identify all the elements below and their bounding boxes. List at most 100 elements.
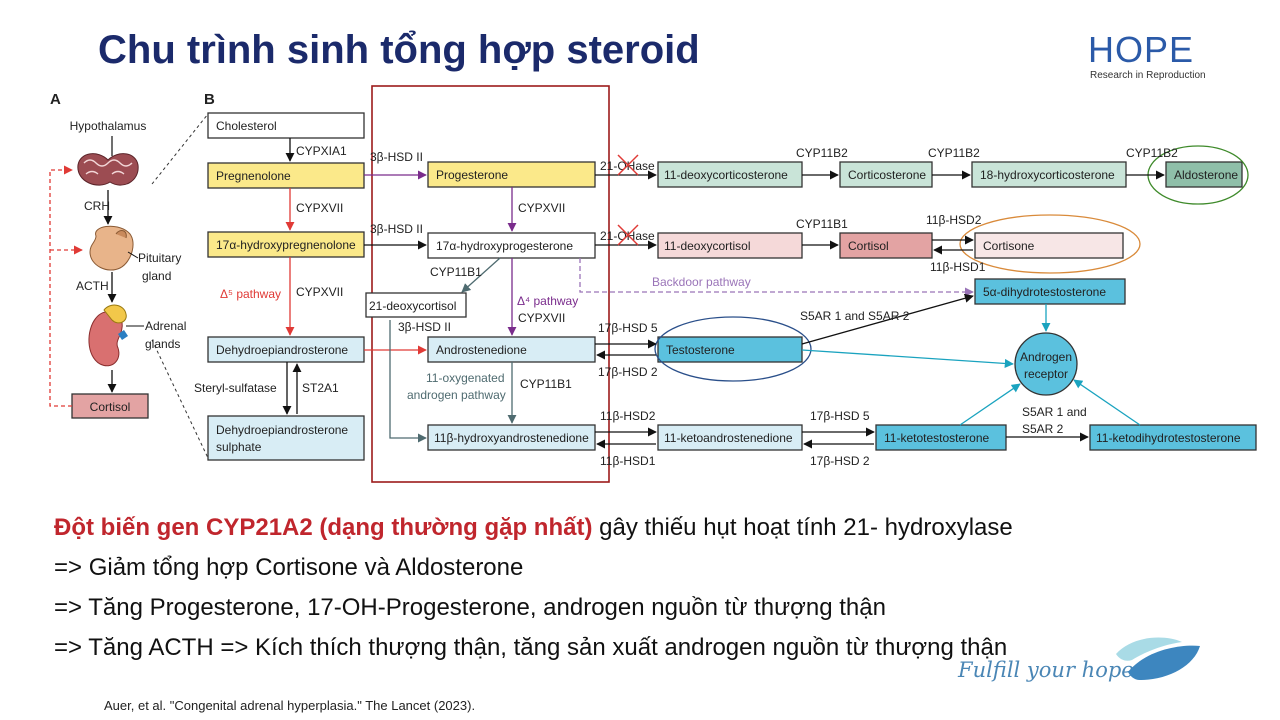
block-cross-1 [617,154,639,176]
node-cholesterol-label: Cholesterol [216,119,277,133]
steroid-pathway-diagram: A Hypothalamus CRH Pituitary gland ACTH … [49,85,1257,483]
pituitary-icon [89,225,134,271]
enzyme-cypxvii-4: CYPXVII [518,311,565,325]
explanation-line-3: => Tăng Progesterone, 17-OH-Progesterone… [54,594,886,621]
node-17oh-progesterone-label: 17α-hydroxyprogesterone [436,239,573,253]
node-cortisone [974,232,1124,259]
node-21-deoxycortisol [365,292,467,318]
node-dhea-label: Dehydroepiandrosterone [216,343,348,357]
brain-icon [77,153,139,186]
enzyme-s5ar-1: S5AR 1 and S5AR 2 [800,309,910,323]
zoom-line-bottom [151,339,209,459]
enzyme-cypxvii-1: CYPXVII [296,201,343,215]
enzyme-cypxvii-3: CYPXVII [518,201,565,215]
enzyme-cypxvii-2: CYPXVII [296,285,343,299]
explanation-text: Đột biến gen CYP21A2 (dạng thường gặp nh… [54,508,1174,668]
enzyme-cyp11b2-1: CYP11B2 [796,146,848,160]
node-corticosterone-label: Corticosterone [848,168,926,182]
enzyme-s5ar-2a: S5AR 1 and [1022,405,1087,419]
panel-a-cortisol-label: Cortisol [90,400,131,414]
node-11-deoxycortisol [657,232,803,259]
enzyme-17bhsd2-2: 17β-HSD 2 [810,454,870,468]
node-corticosterone [839,161,933,188]
highlight-rectangle [371,85,610,483]
oxygenated-pathway-label-2: androgen pathway [407,388,506,402]
enzyme-cyp11b1-3: CYP11B1 [796,217,848,231]
node-11-ketoandrostenedione [657,424,803,451]
node-11oh-androstenedione-label: 11β-hydroxyandrostenedione [434,431,589,445]
node-dheas-label-2: sulphate [216,440,262,454]
logo-subtitle: Research in Reproduction [1090,70,1206,81]
androgen-receptor-node [1014,332,1078,396]
delta5-pathway-label: Δ⁵ pathway [220,287,281,301]
node-androstenedione-label: Androstenedione [436,343,527,357]
hypothalamus-label: Hypothalamus [70,119,147,133]
node-17oh-pregnenolone-label: 17α-hydroxypregnenolone [216,238,356,252]
node-cortisol [839,232,933,259]
arrow-testo-receptor [801,349,1014,368]
tagline: Fulfill your hope [958,658,1134,682]
enzyme-17bhsd5-1: 17β-HSD 5 [598,321,658,335]
node-progesterone [427,161,596,188]
node-11-ketodihydrotestosterone [1089,424,1257,451]
node-11-deoxycorticosterone-label: 11-deoxycorticosterone [664,168,788,182]
arrow-dheas-11ohandro [389,320,427,443]
testosterone-highlight-circle [654,316,812,382]
node-11-deoxycortisol-label: 11-deoxycortisol [664,239,750,253]
mutation-rest: gây thiếu hụt hoạt tính 21- hydroxylase [592,514,1013,541]
enzyme-s5ar-2b: S5AR 2 [1022,422,1064,436]
node-progesterone-label: Progesterone [436,168,508,182]
explanation-line-1: Đột biến gen CYP21A2 (dạng thường gặp nh… [54,508,1174,548]
node-cortisol-label: Cortisol [848,239,889,253]
panel-a-cortisol-box [71,393,149,419]
node-18oh-corticosterone [971,161,1127,188]
enzyme-3bhsd-3: 3β-HSD II [398,320,451,334]
panel-a-label: A [50,91,61,108]
node-11oh-androstenedione [427,424,596,451]
androgen-receptor-label-1: Androgen [1020,350,1072,364]
enzyme-steryl-sulfatase: Steryl-sulfatase [194,381,277,395]
enzyme-3bhsd-1: 3β-HSD II [370,150,423,164]
node-dht-label: 5α-dihydrotestosterone [983,285,1106,299]
node-aldosterone [1165,161,1243,188]
node-11-ketodihydrotestosterone-label: 11-ketodihydrotestosterone [1096,431,1241,445]
androgen-receptor-label-2: receptor [1024,367,1068,381]
adrenal-label-1: Adrenal [145,319,186,333]
node-aldosterone-label: Aldosterone [1174,168,1238,182]
enzyme-3bhsd-2: 3β-HSD II [370,222,423,236]
panel-b-label: B [204,91,215,108]
block-cross-2 [617,224,639,246]
delta4-pathway-label: Δ⁴ pathway [517,294,578,308]
arrow-testo-dht [801,293,974,345]
node-11-ketoandrostenedione-label: 11-ketoandrostenedione [664,431,793,445]
enzyme-11bhsd1-2: 11β-HSD1 [600,454,656,468]
leaf-logo-icon [1116,637,1200,680]
feedback-loop-path [49,165,73,407]
backdoor-pathway-path [579,258,974,297]
acth-label: ACTH [76,279,109,293]
explanation-line-2: => Giảm tổng hợp Cortisone và Aldosteron… [54,554,524,581]
adrenal-kidney-icon [88,304,128,367]
enzyme-cyp11b2-3: CYP11B2 [1126,146,1178,160]
node-androstenedione [427,336,596,363]
arrow-11kt-receptor [959,383,1021,426]
enzyme-11bhsd2-2: 11β-HSD2 [600,409,656,423]
pituitary-label-1: Pituitary [138,251,181,265]
enzyme-cypxia1: CYPXIA1 [296,144,347,158]
node-cortisone-label: Cortisone [983,239,1035,253]
enzyme-cyp11b2-2: CYP11B2 [928,146,980,160]
enzyme-11bhsd1-1: 11β-HSD1 [930,260,986,274]
enzyme-11bhsd2-1: 11β-HSD2 [926,213,982,227]
crh-label: CRH [84,199,110,213]
arrow-11kdht-receptor [1073,379,1141,426]
arrow-17ohprog-21deoxy [461,257,501,293]
node-17oh-pregnenolone [207,231,365,258]
mutation-highlight: Đột biến gen CYP21A2 (dạng thường gặp nh… [54,514,593,541]
node-pregnenolone-label: Pregnenolone [216,169,291,183]
node-dht [974,278,1126,305]
zoom-line-top [151,113,209,185]
node-11-ketotestosterone-label: 11-ketotestosterone [884,431,990,445]
node-21-deoxycortisol-label: 21-deoxycortisol [369,299,456,313]
explanation-line-4: => Tăng ACTH => Kích thích thượng thận, … [54,634,1008,661]
citation: Auer, et al. "Congenital adrenal hyperpl… [104,698,476,713]
